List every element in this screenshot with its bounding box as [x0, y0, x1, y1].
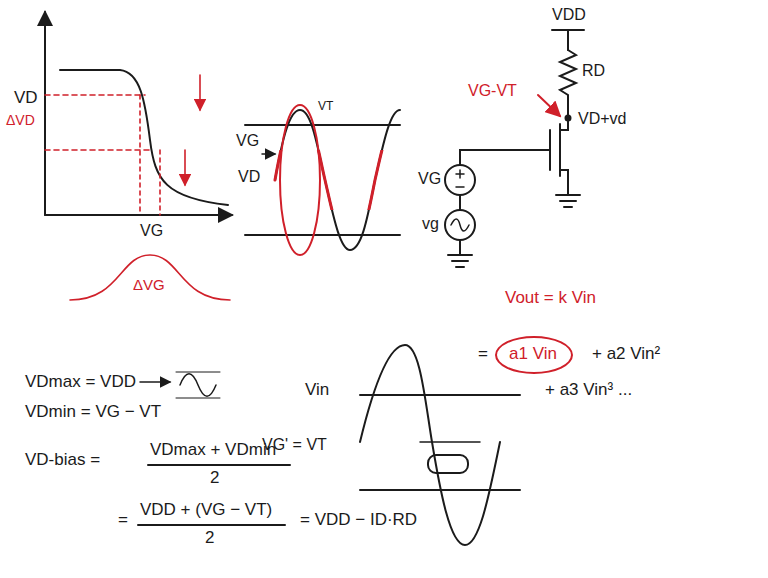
math-label: RD: [582, 62, 605, 80]
circled-term: a1 Vin: [495, 336, 573, 374]
math-label: VDmax = VDD: [25, 372, 136, 392]
gate-waveform: [245, 105, 400, 255]
math-label: =: [118, 510, 128, 530]
math-label: =: [478, 344, 488, 364]
term-text: a1 Vin: [509, 344, 559, 364]
equation-marks: [138, 372, 290, 525]
math-label: VT: [318, 100, 333, 114]
math-label: VDmin = VG − VT: [25, 402, 161, 422]
math-label: VG: [418, 170, 441, 188]
math-label: VD: [238, 168, 260, 186]
math-label: + a3 Vin³ ...: [545, 380, 632, 400]
math-label: VDD + (VG − VT): [140, 500, 272, 520]
math-label: VG: [236, 132, 259, 150]
math-label: 2: [205, 528, 214, 548]
transfer-graph: [45, 12, 232, 300]
math-label: ΔVD: [6, 112, 35, 128]
math-label: Vin: [305, 380, 329, 400]
math-label: VD: [14, 88, 38, 108]
math-label: ΔVG: [133, 276, 165, 293]
math-label: VD+vd: [578, 110, 626, 128]
math-label: VG-VT: [468, 82, 517, 100]
math-label: VG: [140, 222, 163, 240]
math-label: 2: [210, 468, 219, 488]
math-label: = VDD − ID·RD: [300, 510, 417, 530]
math-label: vg: [422, 215, 439, 233]
math-label: + a2 Vin²: [592, 344, 660, 364]
math-label: VD-bias =: [25, 450, 100, 470]
math-label: VDD: [552, 6, 586, 24]
math-label: VDmax + VDmin: [150, 440, 276, 460]
common-source-circuit: [445, 30, 584, 267]
math-label: Vout = k Vin: [505, 288, 596, 308]
